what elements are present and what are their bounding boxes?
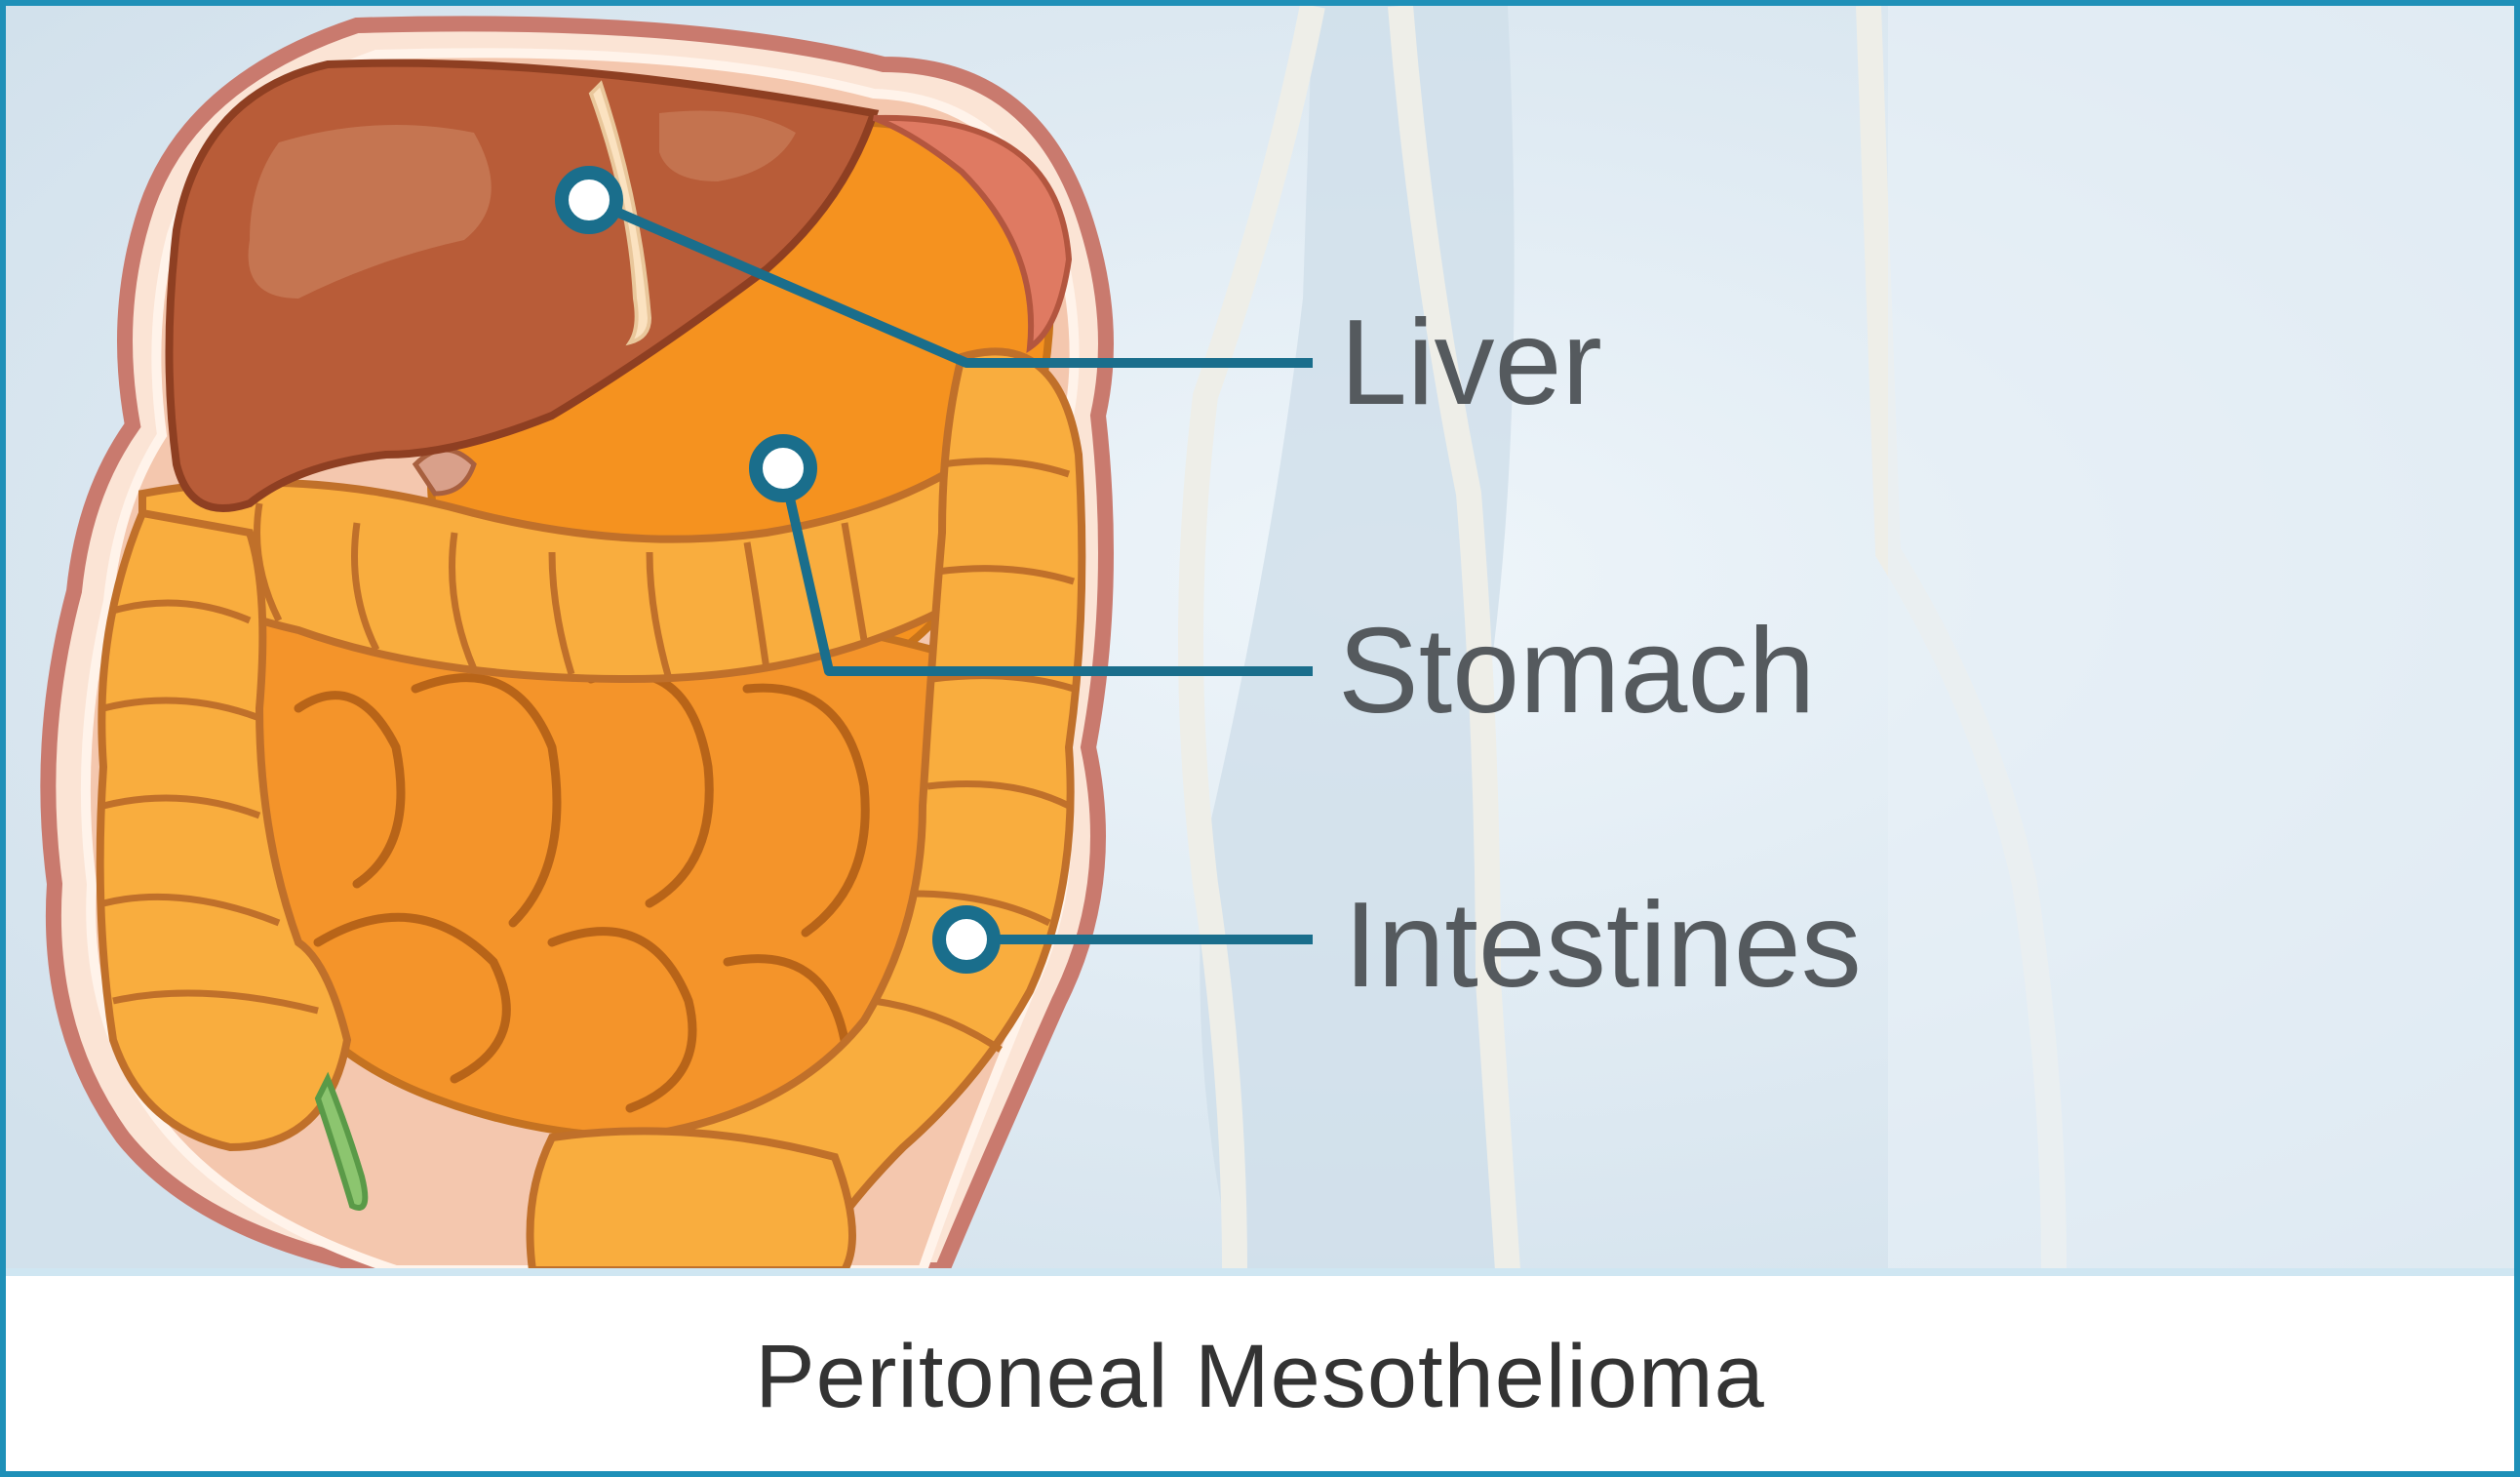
right-panel-shade — [1888, 6, 2514, 1270]
liver-highlight — [248, 125, 492, 299]
abdomen-illustration: Liver Stomach Intestines — [6, 6, 2514, 1270]
ascending-colon-haustra — [102, 599, 319, 1015]
liver-label: Liver — [1340, 296, 1602, 430]
colon-haustra — [254, 502, 868, 680]
appendix — [314, 1071, 369, 1211]
caption-divider — [6, 1268, 2514, 1276]
intestines-marker[interactable] — [932, 905, 1001, 974]
ascending-colon — [96, 508, 352, 1152]
spleen-edge — [872, 114, 1073, 354]
callout-lines — [587, 195, 1313, 944]
liver-marker[interactable] — [555, 166, 623, 234]
stomach-callout-line — [778, 466, 1313, 676]
liver-highlight-right — [659, 110, 796, 181]
descending-colon — [547, 347, 1086, 1270]
liver-callout-line — [587, 195, 1313, 368]
body-outline-middle — [1388, 6, 1520, 1270]
body-outline-left — [1178, 6, 1325, 1270]
diagram-caption: Peritoneal Mesothelioma — [6, 1276, 2514, 1471]
intestines-label: Intestines — [1344, 878, 1862, 1013]
stomach-label: Stomach — [1338, 604, 1815, 738]
stomach-marker[interactable] — [749, 434, 817, 502]
descending-colon-haustra — [873, 458, 1076, 1053]
sigmoid-colon — [526, 1127, 856, 1270]
